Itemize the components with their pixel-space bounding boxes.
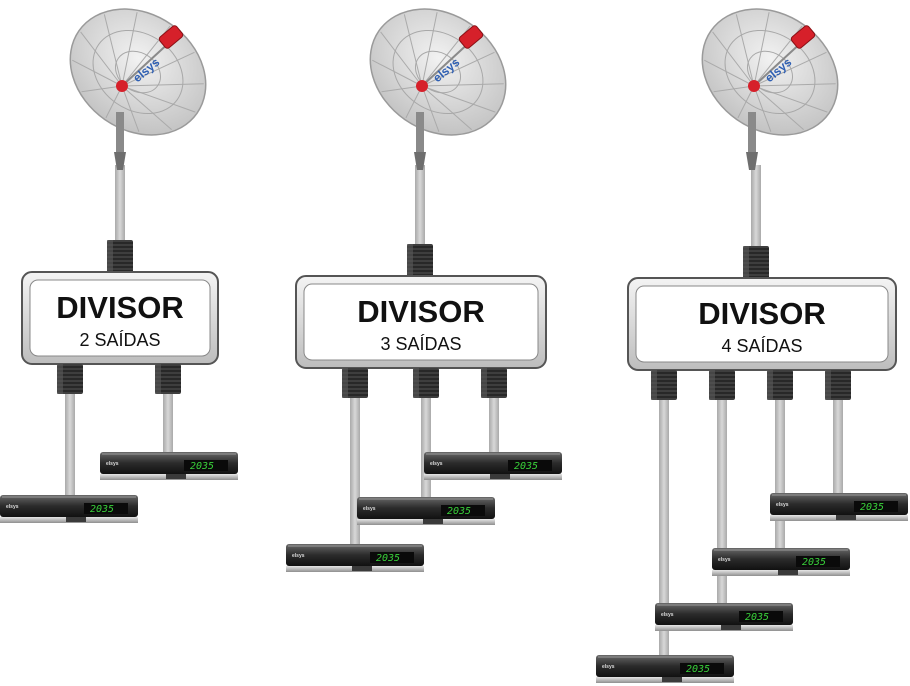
lnb-icon — [458, 25, 484, 49]
divider-box-3: DIVISOR 4 SAÍDAS — [627, 277, 897, 371]
receiver-display-value: 2035 — [376, 553, 400, 564]
output-cable-1-2 — [163, 392, 173, 452]
output-connector-2-1 — [342, 368, 368, 398]
receiver-brand-label: elsys — [661, 612, 674, 618]
receiver-buttons — [721, 625, 741, 630]
receiver-buttons — [490, 474, 510, 479]
receiver-3-3: elsys 2035 — [712, 548, 850, 576]
receiver-display — [796, 556, 840, 567]
receiver-buttons — [836, 515, 856, 520]
receiver-display — [739, 611, 783, 622]
input-cable-3 — [751, 165, 761, 248]
dish-mount — [748, 112, 756, 164]
output-connector-2-3 — [481, 368, 507, 398]
receiver-display-value: 2035 — [90, 504, 114, 515]
receiver-2-2: elsys 2035 — [357, 497, 495, 525]
receiver-brand-label: elsys — [363, 506, 376, 512]
receiver-buttons — [352, 566, 372, 571]
dish-hub-icon — [116, 80, 128, 92]
output-cable-2-3 — [489, 396, 499, 452]
receiver-display-value: 2035 — [860, 502, 884, 513]
receiver-1-2: elsys 2035 — [100, 452, 238, 480]
output-connector-2-2 — [413, 368, 439, 398]
divider-title: DIVISOR — [357, 294, 484, 329]
receiver-display — [84, 503, 128, 514]
receiver-brand-label: elsys — [430, 461, 443, 467]
output-cable-3-2 — [717, 398, 727, 603]
receiver-1-1: elsys 2035 — [0, 495, 138, 523]
receiver-brand-label: elsys — [602, 664, 615, 670]
output-connector-1-1 — [57, 364, 83, 394]
input-cable-2 — [415, 165, 425, 246]
receiver-3-4: elsys 2035 — [770, 493, 908, 521]
output-connector-3-1 — [651, 370, 677, 400]
satellite-dish-icon: elsys — [369, 8, 507, 170]
satellite-dish-icon: elsys — [701, 8, 839, 170]
receiver-display — [680, 663, 724, 674]
input-connector-3 — [743, 246, 769, 280]
receiver-3-1: elsys 2035 — [596, 655, 734, 683]
receiver-display — [854, 501, 898, 512]
input-cable-1 — [115, 165, 125, 242]
output-connector-1-2 — [155, 364, 181, 394]
receiver-brand-label: elsys — [776, 502, 789, 508]
output-connector-3-4 — [825, 370, 851, 400]
receiver-buttons — [166, 474, 186, 479]
receiver-display — [441, 505, 485, 516]
receiver-buttons — [778, 570, 798, 575]
receiver-buttons — [662, 677, 682, 682]
receiver-2-3: elsys 2035 — [424, 452, 562, 480]
receiver-display-value: 2035 — [190, 461, 214, 472]
output-cable-1-1 — [65, 392, 75, 495]
receiver-display — [370, 552, 414, 563]
output-cable-3-1 — [659, 398, 669, 655]
divider-outputs-label: 4 SAÍDAS — [721, 336, 802, 356]
receiver-display — [508, 460, 552, 471]
receiver-brand-label: elsys — [6, 504, 19, 510]
output-connector-3-2 — [709, 370, 735, 400]
divider-title: DIVISOR — [698, 296, 825, 331]
receiver-display — [184, 460, 228, 471]
output-connector-3-3 — [767, 370, 793, 400]
output-cable-3-4 — [833, 398, 843, 493]
receiver-3-2: elsys 2035 — [655, 603, 793, 631]
receiver-brand-label: elsys — [106, 461, 119, 467]
receiver-buttons — [423, 519, 443, 524]
receiver-buttons — [66, 517, 86, 522]
receiver-brand-label: elsys — [718, 557, 731, 563]
receiver-brand-label: elsys — [292, 553, 305, 559]
dish-mount — [416, 112, 424, 164]
output-cable-2-2 — [421, 396, 431, 497]
divider-box-2: DIVISOR 3 SAÍDAS — [295, 275, 547, 369]
input-connector-1 — [107, 240, 133, 274]
divider-title: DIVISOR — [56, 290, 183, 325]
receiver-display-value: 2035 — [514, 461, 538, 472]
dish-mount — [116, 112, 124, 164]
output-cable-3-3 — [775, 398, 785, 548]
lnb-icon — [790, 25, 816, 49]
satellite-dish-icon: elsys — [69, 8, 207, 170]
divider-outputs-label: 3 SAÍDAS — [380, 334, 461, 354]
receiver-display-value: 2035 — [686, 664, 710, 675]
divider-outputs-label: 2 SAÍDAS — [79, 330, 160, 350]
output-cable-2-1 — [350, 396, 360, 544]
dish-hub-icon — [748, 80, 760, 92]
receiver-display-value: 2035 — [447, 506, 471, 517]
receiver-display-value: 2035 — [802, 557, 826, 568]
input-connector-2 — [407, 244, 433, 278]
receiver-display-value: 2035 — [745, 612, 769, 623]
divider-box-1: DIVISOR 2 SAÍDAS — [21, 271, 219, 365]
lnb-icon — [158, 25, 184, 49]
dish-hub-icon — [416, 80, 428, 92]
receiver-2-1: elsys 2035 — [286, 544, 424, 572]
